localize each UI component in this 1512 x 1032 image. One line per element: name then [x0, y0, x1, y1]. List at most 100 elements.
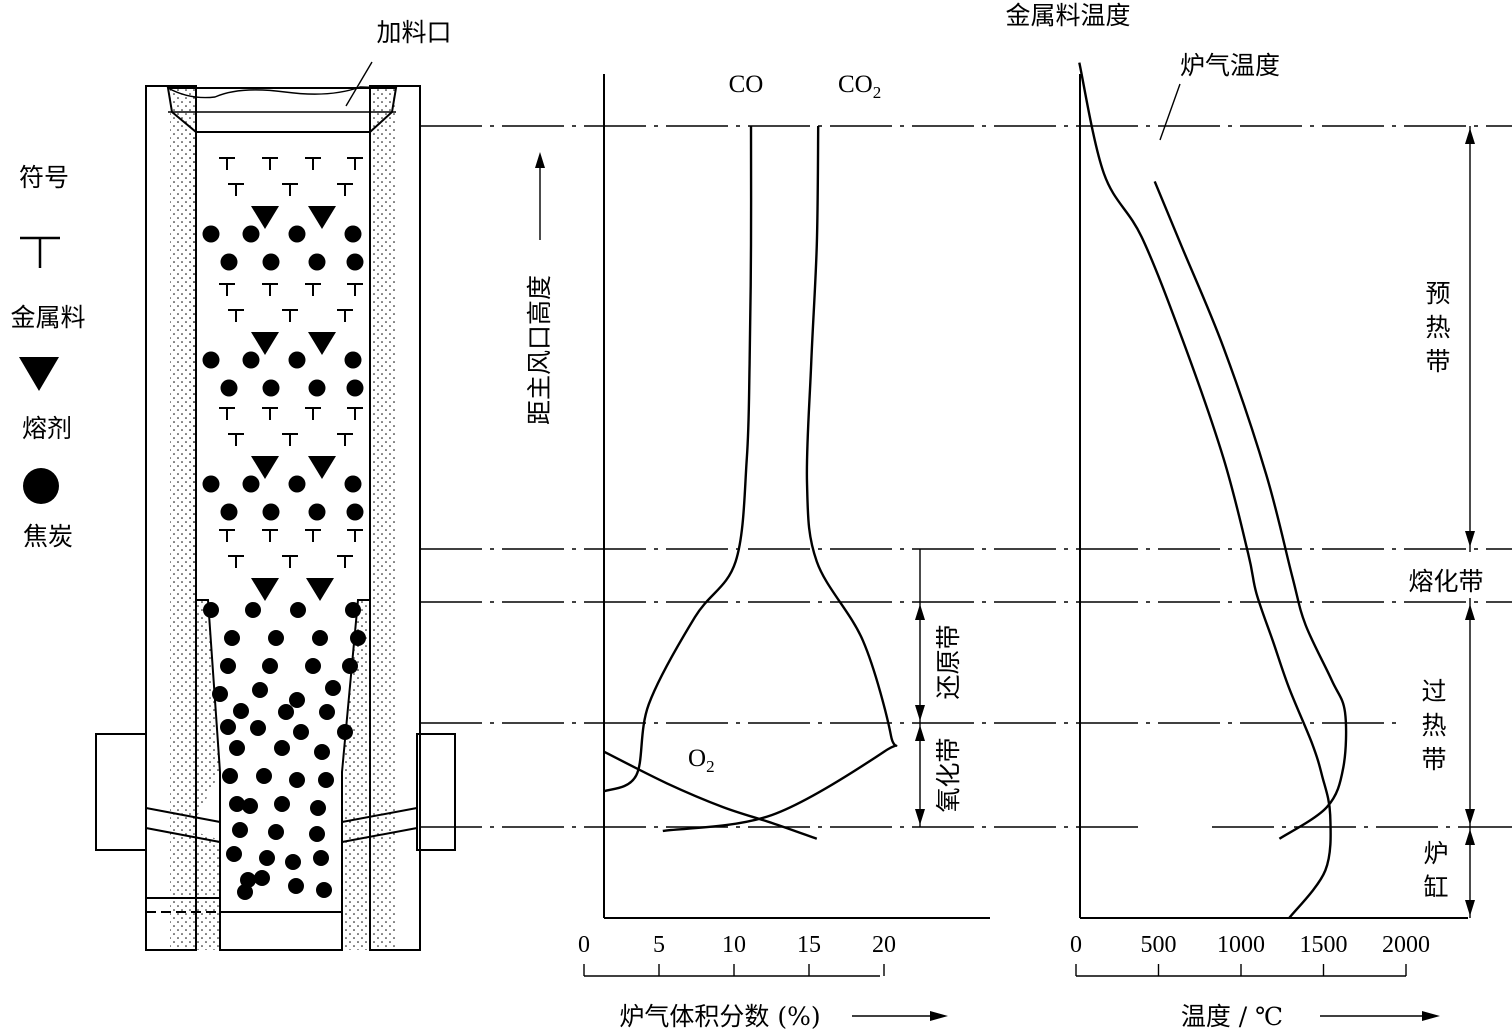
coke-charge-icon	[220, 719, 236, 735]
flux-charge-icon	[308, 456, 336, 479]
coke-charge-icon	[274, 740, 290, 756]
gas-temp-leader	[1159, 83, 1181, 141]
coke-charge-icon	[288, 475, 306, 493]
coke-charge-icon	[242, 798, 258, 814]
coke-charge-icon	[240, 872, 256, 888]
height-axis-label: 距主风口高度	[525, 275, 554, 425]
metal-charge-icon	[228, 555, 244, 568]
metal-charge-icon	[337, 183, 353, 196]
coke-charge-icon	[312, 630, 328, 646]
height-axis: 距主风口高度	[525, 152, 554, 425]
metal-charge-icon	[219, 407, 235, 420]
coke-charge-icon	[344, 351, 362, 369]
tick-label: 0	[578, 932, 590, 958]
coke-charge-icon	[224, 630, 240, 646]
o2-label: O2	[688, 745, 715, 776]
coke-charge-icon	[220, 253, 238, 271]
metal-charge-icon	[262, 407, 278, 420]
oxidation-zone-label: 氧化带	[934, 737, 963, 812]
tick-label: 20	[872, 932, 896, 958]
coke-charge-icon	[242, 475, 260, 493]
gas-chart-xlabel: 炉气体积分数 (%)	[619, 1002, 820, 1031]
arrow-right-icon	[930, 1011, 948, 1021]
coke-charge-icon	[285, 854, 301, 870]
coke-charge-icon	[289, 772, 305, 788]
right-tuyere-channel	[341, 806, 418, 844]
coke-charge-icon	[226, 846, 242, 862]
arrow-right-icon	[1422, 1011, 1440, 1021]
tick-label: 10	[722, 932, 746, 958]
coke-charge-icon	[259, 850, 275, 866]
coke-charge-icon	[278, 704, 294, 720]
flux-charge-icon	[251, 456, 279, 479]
coke-charge-icon	[220, 503, 238, 521]
right-tuyere-box	[416, 733, 456, 851]
coke-charge-icon	[293, 724, 309, 740]
coke-charge-icon	[222, 768, 238, 784]
metal-charge-icon	[337, 309, 353, 322]
coke-charge-icon	[319, 704, 335, 720]
metal-charge-icon	[282, 183, 298, 196]
coke-charge-icon	[314, 744, 330, 760]
coke-charge-icon	[242, 225, 260, 243]
zone-lines	[420, 125, 1512, 828]
flux-charge-icon	[308, 206, 336, 229]
metal-charge-icon	[282, 309, 298, 322]
metal-charge-icon	[305, 157, 321, 170]
metal-charge-icon	[347, 283, 363, 296]
tick-label: 15	[797, 932, 821, 958]
charge-contents	[202, 157, 366, 900]
coke-charge-icon	[308, 379, 326, 397]
metal-charge-icon	[347, 529, 363, 542]
coke-charge-icon	[290, 602, 306, 618]
coke-charge-icon	[220, 658, 236, 674]
metal-charge-icon	[228, 309, 244, 322]
arrow-up-icon	[535, 152, 545, 168]
metal-charge-icon	[228, 433, 244, 446]
coke-charge-icon	[316, 882, 332, 898]
coke-charge-icon	[342, 658, 358, 674]
coke-charge-icon	[337, 724, 353, 740]
left-tuyere-box	[95, 733, 147, 851]
melting-zone-label: 熔化带	[1408, 567, 1483, 596]
coke-charge-icon	[242, 351, 260, 369]
coke-charge-icon	[268, 824, 284, 840]
furnace-zones: 预热带 熔化带 过热带 炉缸	[1408, 126, 1510, 918]
legend: 符号 金属料 熔剂 焦炭	[10, 163, 85, 551]
tick-label: 2000	[1382, 932, 1430, 958]
co2-curve	[662, 125, 898, 833]
coke-charge-icon	[350, 630, 366, 646]
coke-charge-icon	[345, 602, 361, 618]
legend-metal-label: 金属料	[10, 303, 85, 332]
gas-ticks: 0 5 10 15 20	[578, 932, 896, 976]
coke-charge-icon	[346, 379, 364, 397]
metal-charge-icon	[347, 407, 363, 420]
coke-charge-icon	[268, 630, 284, 646]
coke-charge-icon	[288, 878, 304, 894]
legend-flux-label: 熔剂	[22, 414, 72, 443]
tick-label: 5	[653, 932, 665, 958]
furnace: 加料口	[95, 18, 456, 951]
coke-charge-icon	[308, 253, 326, 271]
coke-charge-icon	[229, 796, 245, 812]
coke-charge-icon	[233, 703, 249, 719]
coke-charge-icon	[262, 253, 280, 271]
coke-charge-icon	[309, 826, 325, 842]
coke-charge-icon	[245, 602, 261, 618]
coke-charge-icon	[288, 225, 306, 243]
hearth-zone-label: 炉缸	[1423, 839, 1448, 902]
metal-charge-icon	[219, 157, 235, 170]
preheat-zone-label: 预热带	[1425, 279, 1450, 376]
coke-charge-icon	[308, 503, 326, 521]
o2-curve	[603, 750, 818, 840]
coke-charge-icon	[344, 475, 362, 493]
coke-symbol-icon	[23, 468, 59, 504]
coke-charge-icon	[237, 884, 253, 900]
tick-label: 500	[1141, 932, 1177, 958]
superheat-zone-label: 过热带	[1421, 677, 1446, 774]
metal-charge-icon	[282, 555, 298, 568]
